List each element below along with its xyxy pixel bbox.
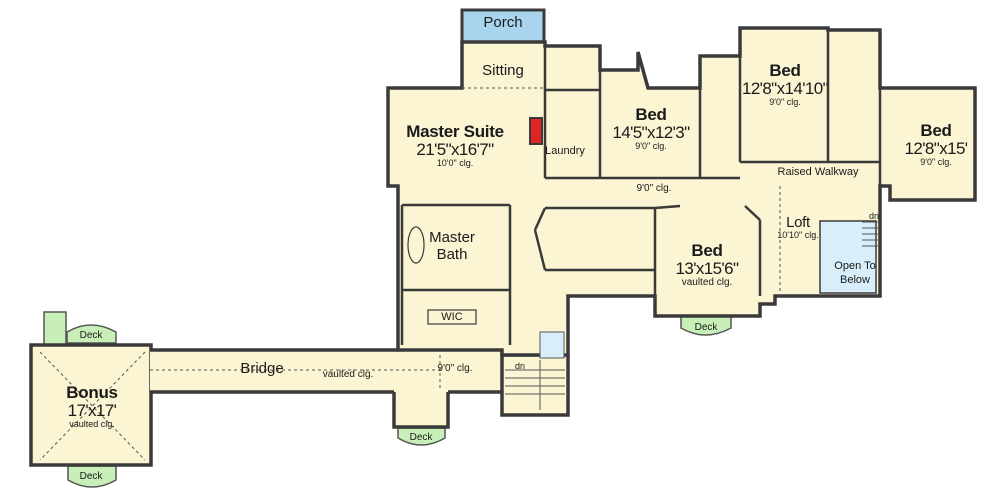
bridge-hall-ceiling-label: 9'0" clg. bbox=[437, 363, 473, 374]
bridge-ceiling-label: vaulted clg. bbox=[322, 369, 374, 380]
loft-ceiling: 10'10" clg. bbox=[777, 230, 819, 240]
bed2-label: Bed 12'8"x14'10" 9'0" clg. bbox=[741, 61, 829, 107]
loft-name: Loft bbox=[786, 214, 810, 231]
bridge-bumpout bbox=[392, 392, 450, 429]
master-suite-ceiling: 10'0" clg. bbox=[436, 158, 474, 168]
loft-stairs-label: dn bbox=[868, 211, 880, 221]
bonus-deck-top-label: Deck bbox=[79, 330, 103, 341]
bed1-ceiling: 9'0" clg. bbox=[635, 141, 667, 151]
master-bath-line2: Bath bbox=[436, 246, 468, 263]
master-suite-name: Master Suite bbox=[406, 122, 504, 141]
bonus-name: Bonus bbox=[66, 383, 118, 402]
bed4-dims: 13'x15'6" bbox=[675, 259, 740, 278]
master-bath-line1: Master bbox=[429, 229, 475, 246]
wic-label: WIC bbox=[441, 311, 463, 323]
bed4-label: Bed 13'x15'6" vaulted clg. bbox=[675, 241, 740, 288]
bonus-deck-top bbox=[66, 324, 117, 344]
main-stairs bbox=[500, 353, 570, 417]
bridge-deck-label: Deck bbox=[409, 432, 433, 443]
bed3-label: Bed 12'8"x15' 9'0" clg. bbox=[904, 121, 969, 167]
bridge bbox=[150, 350, 540, 392]
bonus-chimney bbox=[43, 311, 67, 347]
open-to-below-line2: Below bbox=[840, 274, 870, 286]
bed1-name: Bed bbox=[635, 105, 667, 124]
open-to-below-line1: Open To bbox=[834, 260, 876, 272]
main-body bbox=[386, 26, 977, 357]
bonus-dims: 17'x17' bbox=[67, 401, 117, 420]
fireplace-icon bbox=[529, 117, 543, 145]
bonus-label: Bonus 17'x17' vaulted clg. bbox=[66, 383, 118, 429]
loft-label: Loft 10'10" clg. bbox=[777, 215, 818, 240]
bed4-name: Bed bbox=[691, 241, 723, 260]
open-to-below bbox=[819, 220, 877, 294]
master-bath-label: Master Bath bbox=[429, 230, 475, 262]
bed1-dims: 14'5"x12'3" bbox=[612, 123, 690, 142]
porch-label: Porch bbox=[483, 14, 523, 31]
bridge-deck bbox=[397, 427, 446, 446]
bonus-deck-bottom bbox=[67, 465, 117, 488]
bed3-name: Bed bbox=[920, 121, 952, 140]
sitting-label: Sitting bbox=[482, 62, 524, 79]
bed2-dims: 12'8"x14'10" bbox=[741, 79, 829, 98]
bed3-dims: 12'8"x15' bbox=[904, 139, 969, 158]
bed3-ceiling: 9'0" clg. bbox=[920, 157, 952, 167]
bed2-ceiling: 9'0" clg. bbox=[769, 97, 801, 107]
raised-walkway-label: Raised Walkway bbox=[777, 166, 859, 178]
wic-label-box bbox=[427, 309, 477, 325]
open-to-below-label: Open To Below bbox=[834, 261, 875, 286]
bridge-label: Bridge bbox=[240, 360, 284, 377]
hall-ceiling-label: 9'0" clg. bbox=[636, 183, 672, 194]
bed1-label: Bed 14'5"x12'3" 9'0" clg. bbox=[612, 105, 690, 151]
bonus-ceiling: vaulted clg. bbox=[69, 419, 115, 429]
master-suite-label: Master Suite 21'5"x16'7" 10'0" clg. bbox=[406, 123, 504, 168]
bed4-ceiling: vaulted clg. bbox=[681, 277, 733, 288]
laundry-label: Laundry bbox=[545, 145, 585, 157]
bonus-deck-bottom-label: Deck bbox=[79, 471, 103, 482]
bed4-deck-label: Deck bbox=[694, 322, 718, 333]
master-suite-dims: 21'5"x16'7" bbox=[416, 140, 494, 159]
tub-icon bbox=[407, 226, 425, 264]
bed2-name: Bed bbox=[769, 61, 801, 80]
main-stairs-label: dn bbox=[514, 361, 526, 371]
bed4-deck bbox=[680, 315, 732, 336]
